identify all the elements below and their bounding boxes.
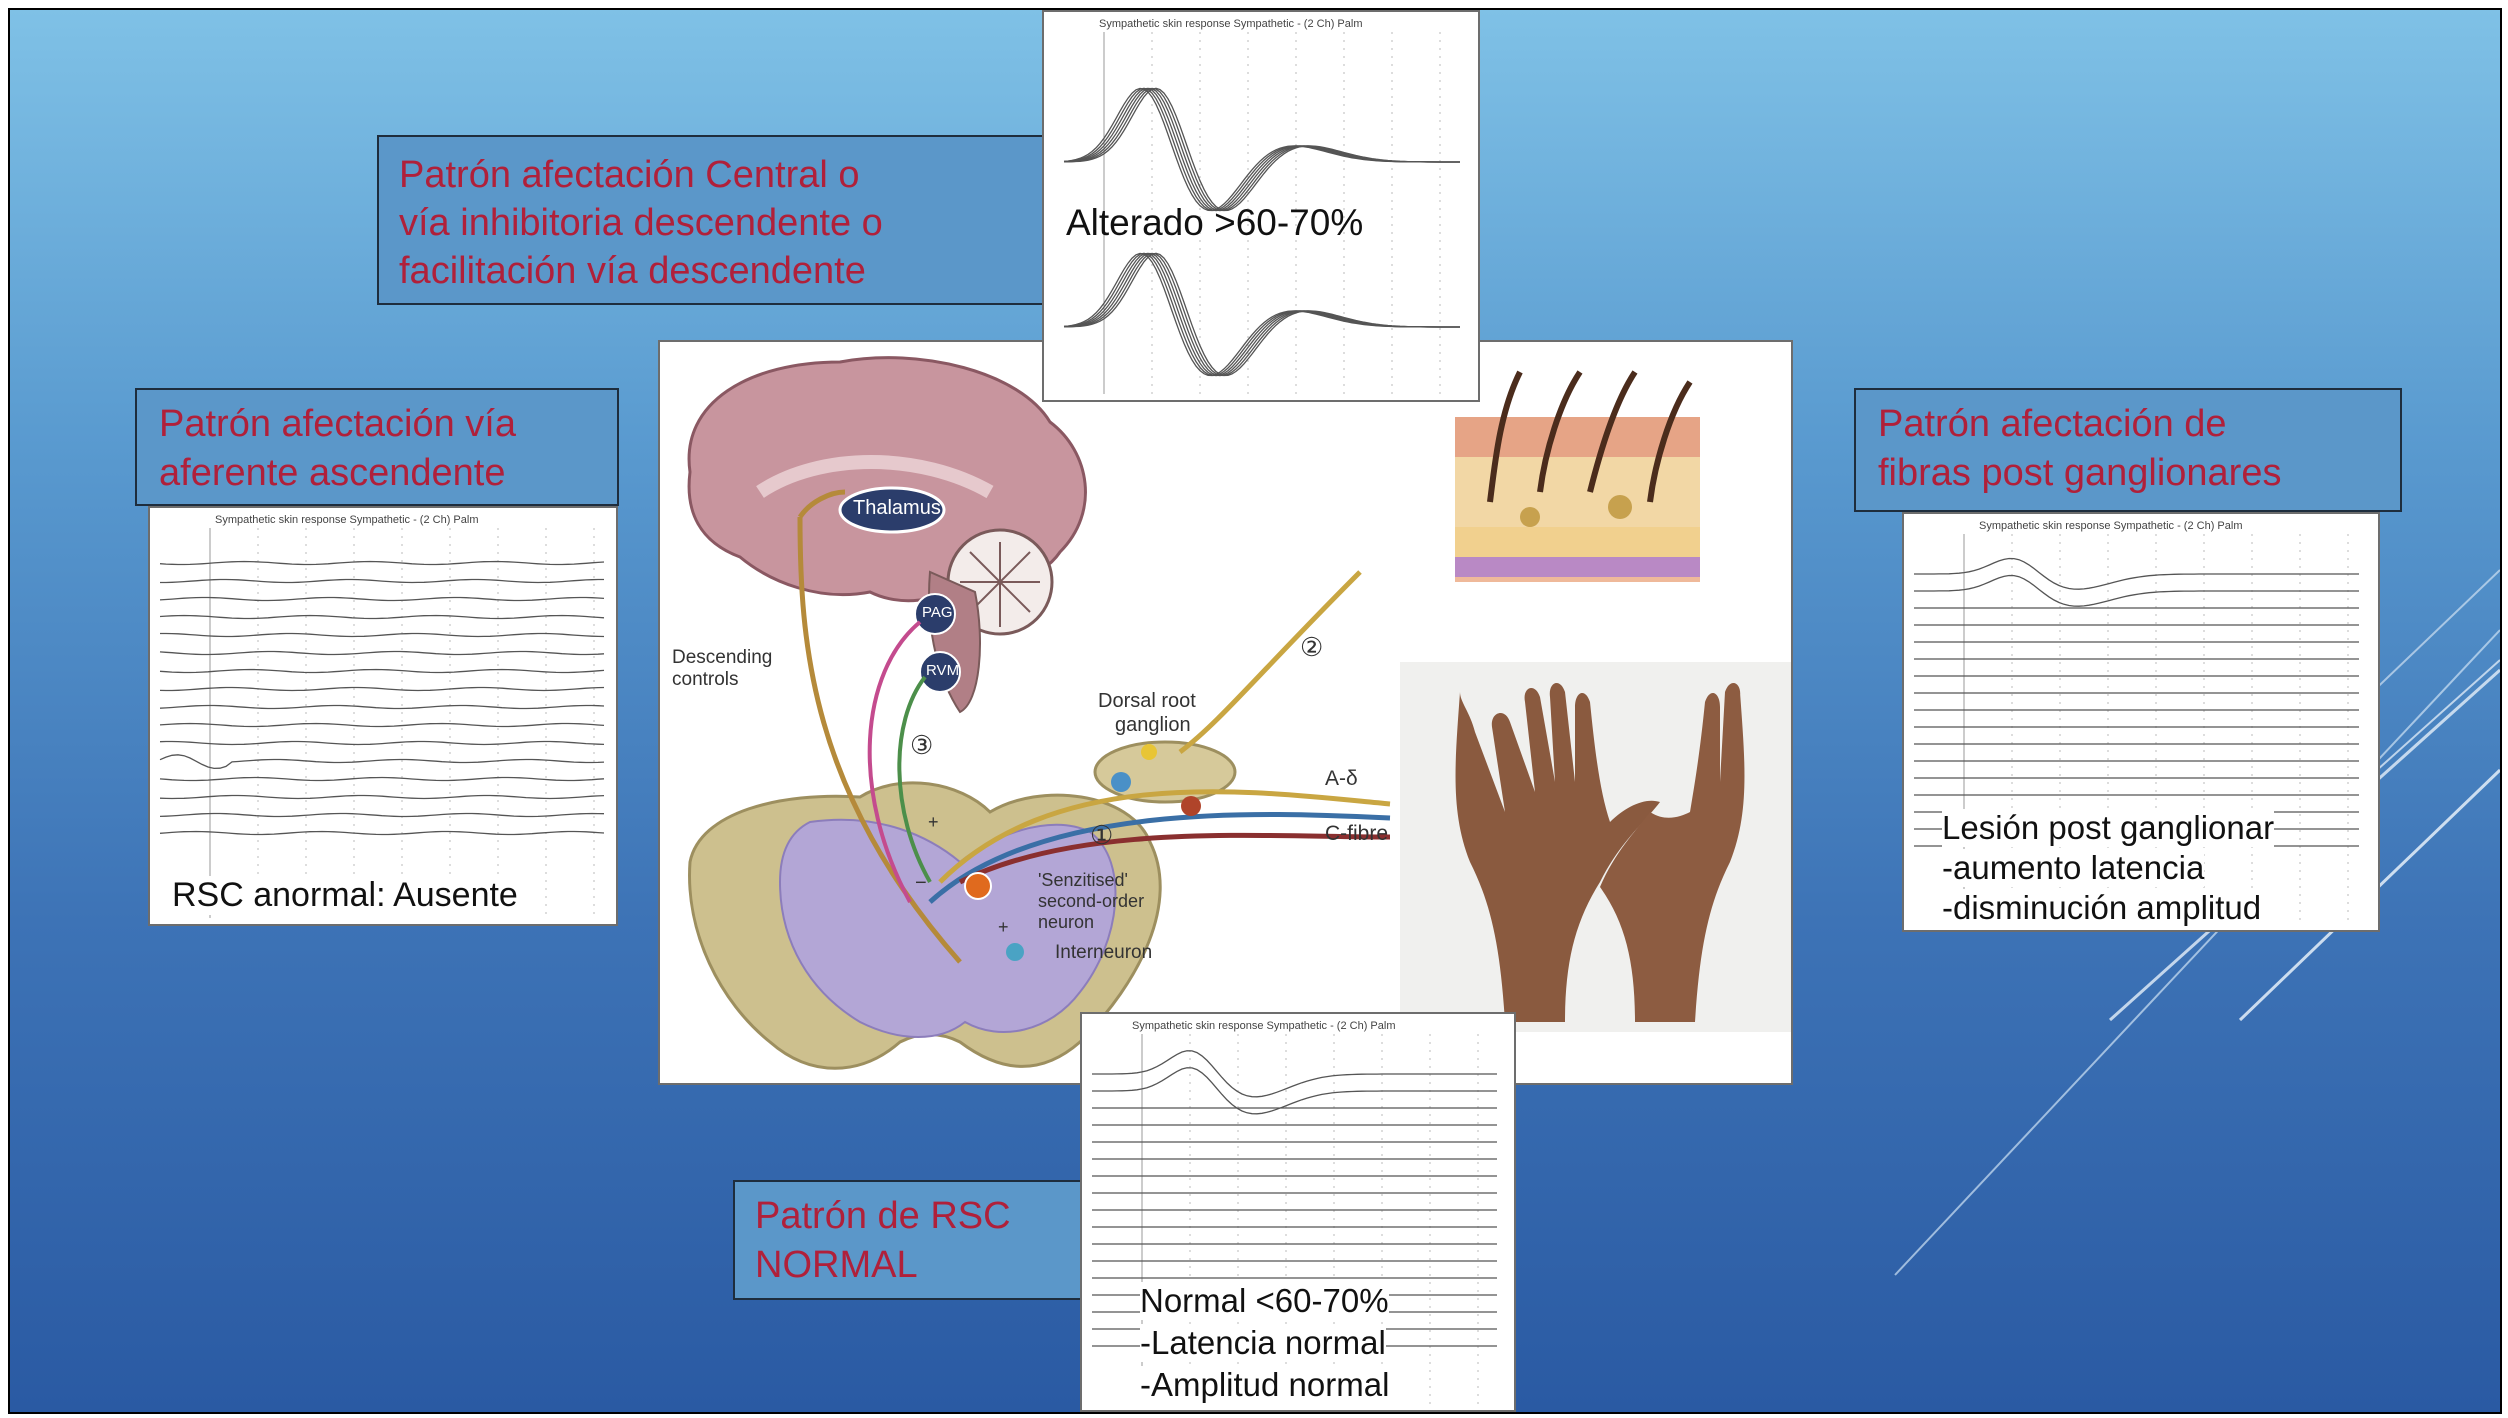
skin-illustration bbox=[1455, 370, 1700, 582]
pag-label: PAG bbox=[922, 604, 953, 621]
pain-pathway-illustration bbox=[687, 356, 1791, 1070]
slide: Patrón afectación Central o vía inhibito… bbox=[8, 8, 2502, 1414]
ssr-trace-left bbox=[159, 528, 605, 918]
thalamus-node bbox=[838, 486, 946, 534]
label-afferent-line-1: Patrón afectación vía bbox=[159, 403, 516, 445]
hands-photo bbox=[1400, 662, 1791, 1032]
ssr-right-caption-1: Lesión post ganglionar bbox=[1942, 809, 2275, 847]
number-1-label: ① bbox=[1090, 820, 1114, 850]
ssr-panel-left: Sympathetic skin response Sympathetic - … bbox=[148, 506, 618, 926]
label-postganglionic-line-2: fibras post ganglionares bbox=[1878, 452, 2282, 494]
ssr-bottom-caption-1: Normal <60-70% bbox=[1140, 1282, 1389, 1320]
plus-sign-2: + bbox=[998, 917, 1009, 937]
sensitised-neuron-label-1: 'Senzitised' bbox=[1038, 870, 1128, 890]
ssr-left-caption: RSC anormal: Ausente bbox=[172, 876, 518, 915]
label-normal-pattern: Patrón de RSC NORMAL bbox=[733, 1180, 1083, 1300]
ssr-panel-top: Sympathetic skin response Sympathetic - … bbox=[1042, 10, 1480, 402]
label-central-line-2: vía inhibitoria descendente o bbox=[399, 202, 883, 244]
ssr-panel-bottom: Sympathetic skin response Sympathetic - … bbox=[1080, 1012, 1516, 1412]
number-3-label: ③ bbox=[910, 730, 934, 760]
label-normal-line-2: NORMAL bbox=[755, 1244, 918, 1286]
ssr-left-title: Sympathetic skin response Sympathetic - … bbox=[215, 514, 479, 526]
label-central-line-3: facilitación vía descendente bbox=[399, 250, 866, 292]
interneuron-label: Interneuron bbox=[1055, 942, 1153, 963]
label-central-line-1: Patrón afectación Central o bbox=[399, 154, 860, 196]
descending-controls-label-1: Descending bbox=[672, 647, 773, 668]
ssr-right-title: Sympathetic skin response Sympathetic - … bbox=[1979, 520, 2243, 532]
ssr-bottom-caption-3: -Amplitud normal bbox=[1140, 1366, 1390, 1404]
thalamus-label: Thalamus bbox=[853, 497, 941, 519]
rvm-node bbox=[919, 651, 961, 693]
label-postganglionic-line-1: Patrón afectación de bbox=[1878, 403, 2227, 445]
pag-node bbox=[914, 593, 956, 635]
pain-pathway-diagram: Thalamus PAG RVM Descending controls Dor… bbox=[658, 340, 1793, 1085]
label-afferent-line-2: aferente ascendente bbox=[159, 452, 506, 494]
ssr-top-title: Sympathetic skin response Sympathetic - … bbox=[1099, 18, 1363, 30]
c-fibre-label: C-fibre bbox=[1325, 822, 1389, 845]
label-afferent-pattern: Patrón afectación vía aferente ascendent… bbox=[135, 388, 619, 506]
label-postganglionic-pattern: Patrón afectación de fibras post ganglio… bbox=[1854, 388, 2402, 512]
drg-label-1: Dorsal root bbox=[1098, 690, 1196, 712]
ssr-trace-top bbox=[1063, 32, 1460, 394]
label-normal-line-1: Patrón de RSC bbox=[755, 1195, 1011, 1237]
ssr-right-caption-3: -disminución amplitud bbox=[1942, 889, 2262, 927]
ssr-bottom-caption-2: -Latencia normal bbox=[1140, 1324, 1386, 1362]
dorsal-root-ganglion-shape bbox=[1093, 740, 1237, 804]
drg-label-2: ganglion bbox=[1115, 714, 1191, 736]
minus-sign: − bbox=[915, 872, 927, 894]
a-delta-label: A-δ bbox=[1325, 767, 1358, 790]
descending-controls-label-2: controls bbox=[672, 669, 739, 690]
label-central-pattern: Patrón afectación Central o vía inhibito… bbox=[377, 135, 1045, 305]
ssr-right-caption-2: -aumento latencia bbox=[1942, 849, 2205, 887]
sensitised-neuron-label-3: neuron bbox=[1038, 912, 1095, 932]
ssr-panel-right: Sympathetic skin response Sympathetic - … bbox=[1902, 512, 2380, 932]
sensitised-neuron-label-2: second-order bbox=[1038, 891, 1145, 911]
plus-sign-1: + bbox=[928, 812, 939, 832]
number-2-label: ② bbox=[1300, 632, 1324, 662]
rvm-label: RVM bbox=[926, 662, 960, 679]
ssr-top-caption: Alterado >60-70% bbox=[1066, 202, 1364, 243]
ssr-bottom-title: Sympathetic skin response Sympathetic - … bbox=[1132, 1020, 1396, 1032]
